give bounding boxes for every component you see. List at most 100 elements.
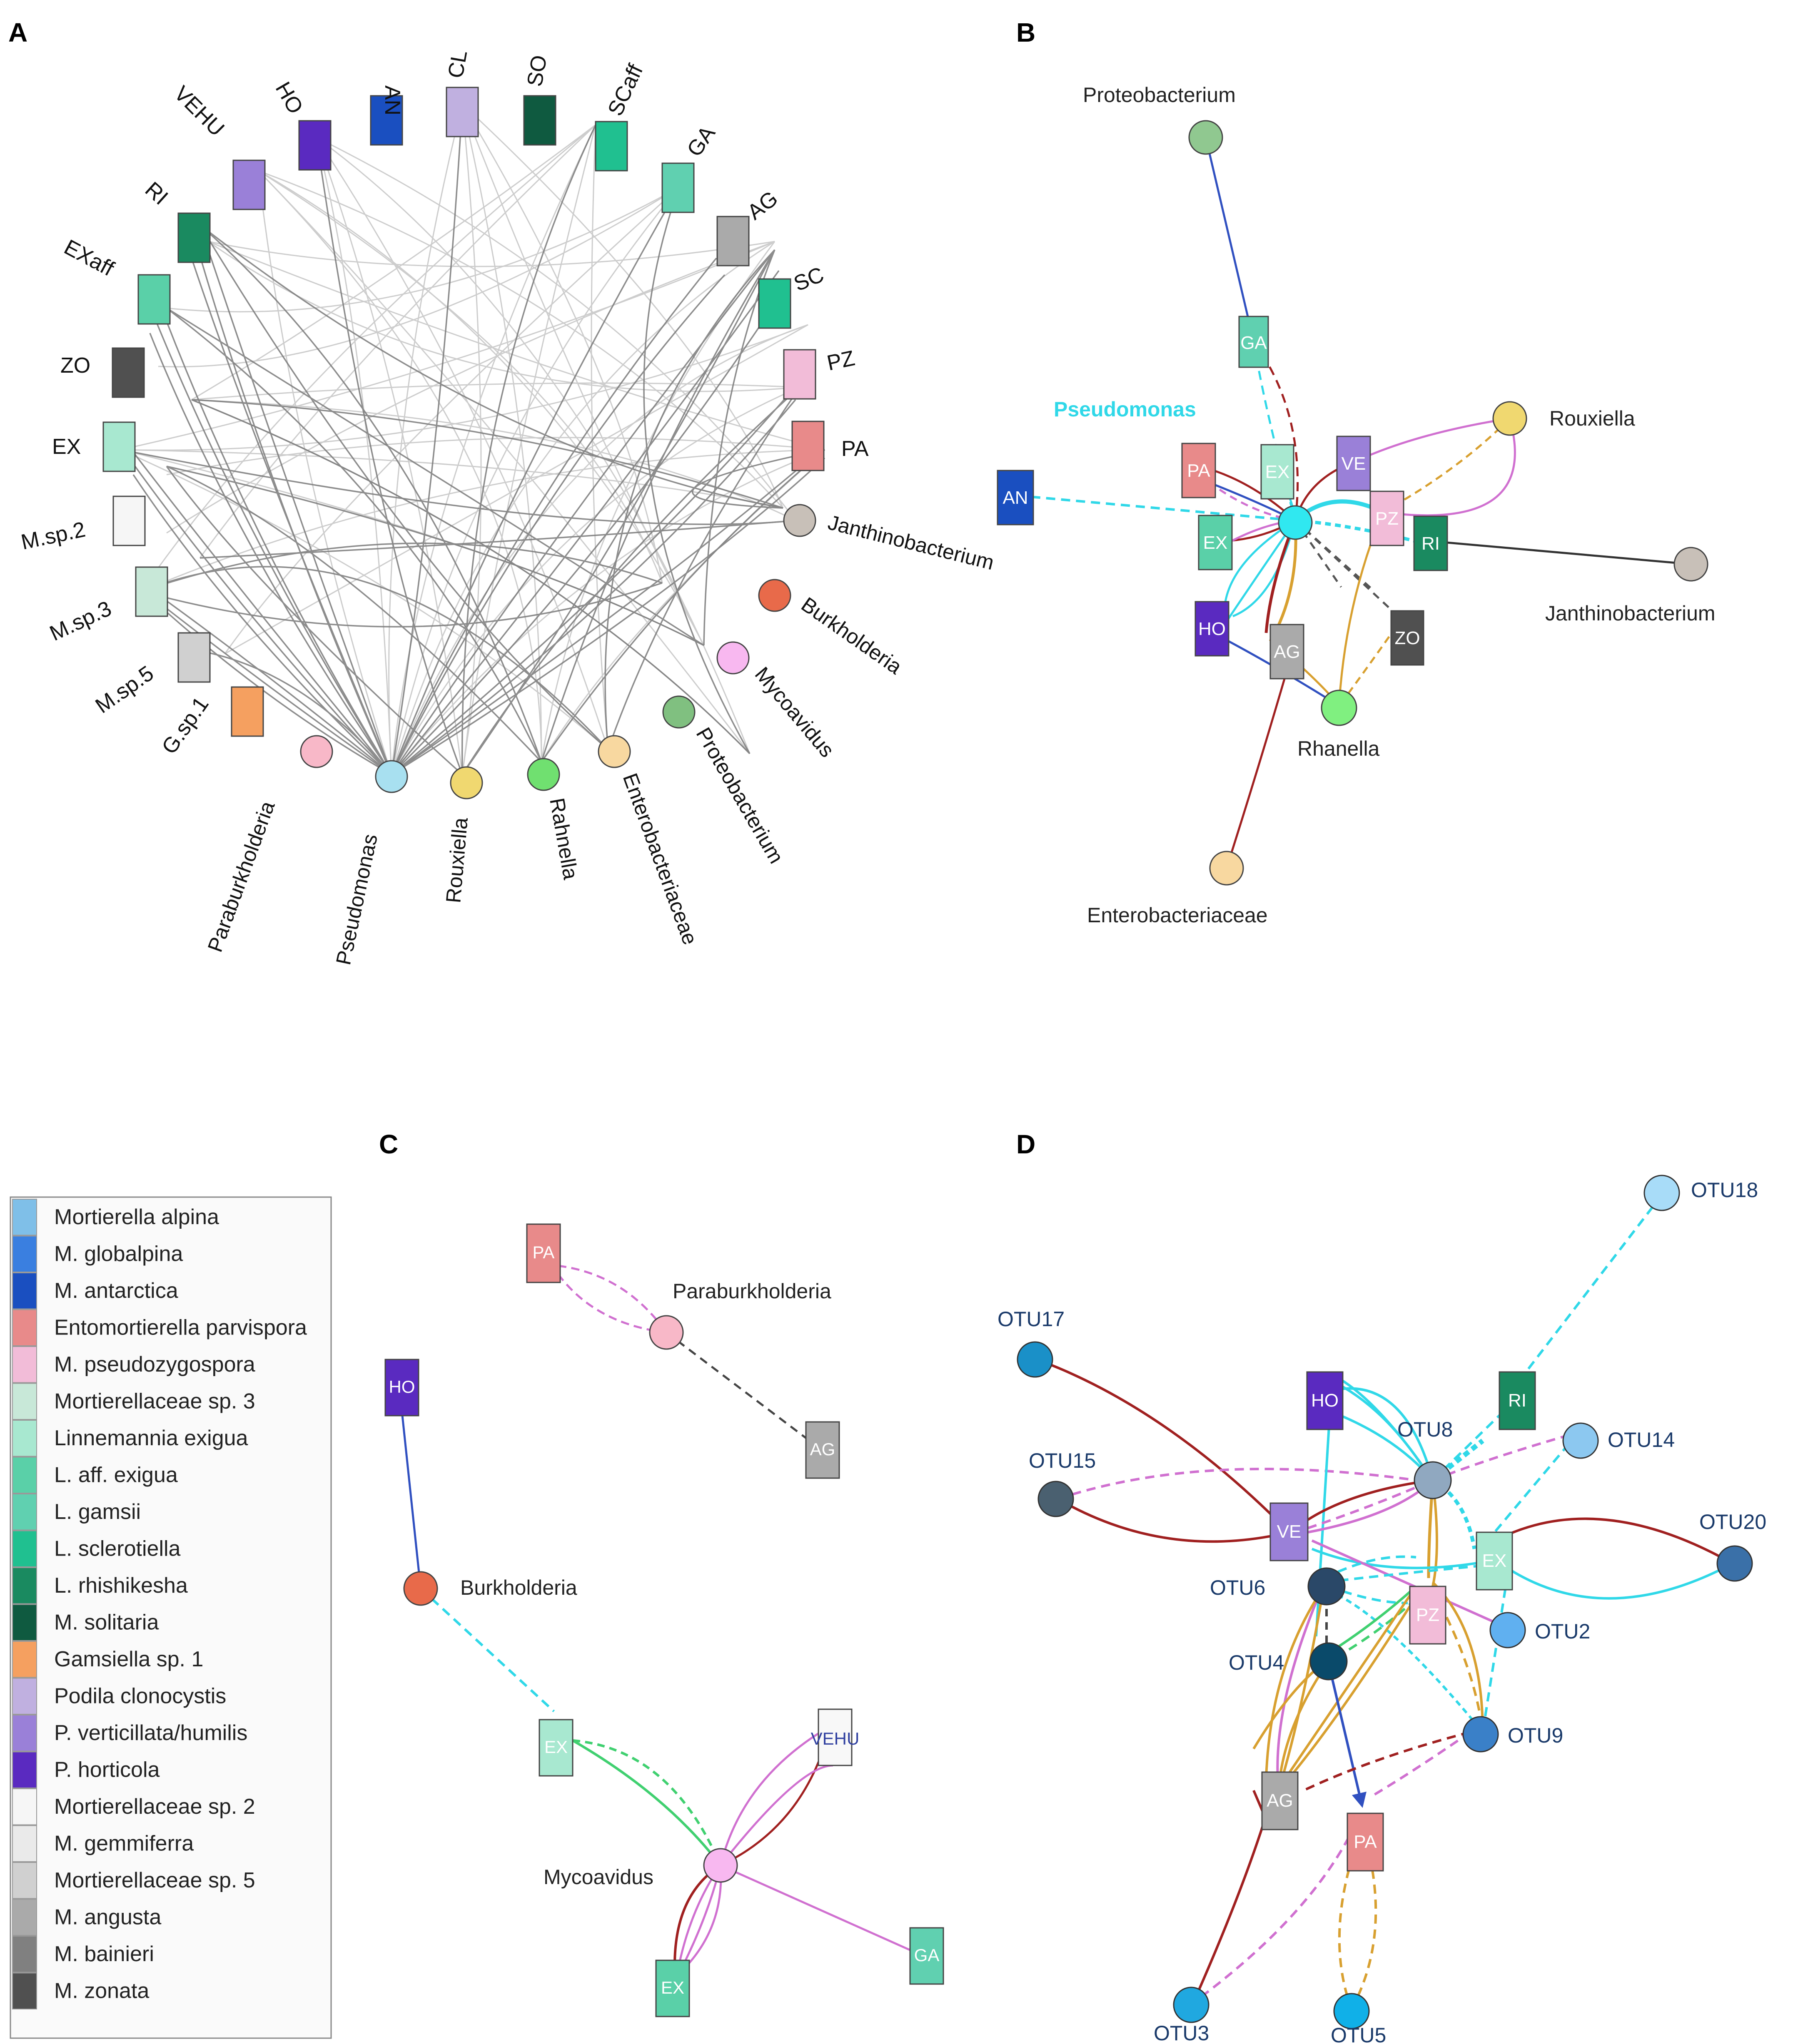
b-label-enterobacteriaceae: Enterobacteriaceae	[1087, 904, 1268, 927]
a-node-msp3[interactable]	[135, 566, 168, 617]
a-label-pz: PZ	[825, 346, 857, 376]
c-node-mycoavidus[interactable]	[703, 1848, 738, 1883]
legend-label: L. gamsii	[54, 1500, 141, 1524]
a-node-pa[interactable]	[791, 421, 825, 471]
panel-d-edges	[1036, 1194, 1733, 2010]
a-node-exaff[interactable]	[137, 274, 171, 325]
panel-d-fungal-nodes	[1261, 1371, 1536, 1872]
b-node-janthinobacterium[interactable]	[1673, 547, 1708, 582]
a-node-ag[interactable]	[716, 216, 750, 266]
c-node-paraburkholderia[interactable]	[649, 1315, 684, 1350]
a-node-cl[interactable]	[446, 87, 479, 137]
c-node-ga[interactable]	[909, 1927, 944, 1985]
d-node-otu15[interactable]	[1037, 1481, 1074, 1517]
a-label-exaff: EXaff	[60, 235, 118, 281]
b-label-ex-top: EX	[1265, 462, 1290, 482]
a-node-ho[interactable]	[298, 120, 332, 171]
c-label-ex-top: EX	[544, 1737, 568, 1757]
legend-label: L. sclerotiella	[54, 1537, 181, 1561]
a-node-pseudomonas[interactable]	[375, 760, 408, 793]
legend-swatch	[12, 1567, 37, 1604]
b-node-rouxiella[interactable]	[1492, 401, 1527, 436]
a-node-ri[interactable]	[177, 212, 211, 263]
a-node-zo[interactable]	[112, 347, 145, 398]
b-node-pz[interactable]	[1369, 490, 1404, 546]
a-node-ex[interactable]	[102, 421, 136, 472]
legend-swatch	[12, 1972, 37, 2009]
b-node-ga[interactable]	[1238, 316, 1269, 368]
d-node-ri[interactable]	[1499, 1371, 1536, 1430]
legend-swatch	[12, 1530, 37, 1567]
d-node-otu20[interactable]	[1716, 1545, 1753, 1582]
c-node-pa[interactable]	[526, 1223, 561, 1283]
d-node-otu9[interactable]	[1462, 1716, 1499, 1753]
d-node-otu5[interactable]	[1333, 1993, 1370, 2029]
d-node-ag[interactable]	[1261, 1771, 1299, 1830]
d-node-otu3[interactable]	[1173, 1987, 1209, 2023]
d-label-ve: VE	[1277, 1521, 1302, 1542]
a-label-so: SO	[523, 53, 552, 88]
d-node-otu6[interactable]	[1307, 1567, 1346, 1606]
a-node-sc[interactable]	[758, 278, 791, 329]
legend-label: M. zonata	[54, 1979, 149, 2003]
c-node-ag[interactable]	[805, 1421, 840, 1479]
b-node-pseudomonas[interactable]	[1278, 505, 1313, 540]
c-node-ex[interactable]	[655, 1959, 690, 2017]
d-node-otu14[interactable]	[1562, 1422, 1599, 1459]
d-node-otu17[interactable]	[1017, 1341, 1053, 1378]
b-node-proteobacterium[interactable]	[1188, 120, 1223, 155]
a-node-so[interactable]	[523, 95, 556, 146]
c-node-ex-top[interactable]	[539, 1719, 574, 1777]
a-node-gsp1[interactable]	[231, 686, 264, 737]
d-node-ho[interactable]	[1306, 1371, 1344, 1430]
a-node-mycoavidus[interactable]	[716, 641, 750, 675]
a-node-burkholderia[interactable]	[758, 579, 791, 612]
a-label-sc: SC	[791, 262, 828, 296]
c-node-ho[interactable]	[384, 1359, 419, 1417]
b-node-zo[interactable]	[1390, 610, 1424, 666]
c-label-ho: HO	[389, 1377, 415, 1397]
d-node-pa[interactable]	[1347, 1812, 1384, 1872]
a-node-proteobacterium[interactable]	[662, 695, 696, 729]
d-node-ex[interactable]	[1476, 1531, 1513, 1591]
a-node-pz[interactable]	[783, 349, 816, 400]
b-node-an[interactable]	[997, 470, 1034, 525]
a-node-vehu[interactable]	[232, 159, 266, 210]
d-node-otu18[interactable]	[1643, 1175, 1680, 1211]
b-label-ri: RI	[1421, 533, 1440, 554]
a-node-ga[interactable]	[661, 162, 695, 213]
a-node-janthinobacterium[interactable]	[783, 504, 816, 537]
b-label-pseudomonas: Pseudomonas	[1054, 398, 1196, 421]
b-node-ri[interactable]	[1413, 515, 1448, 571]
b-node-pa[interactable]	[1181, 443, 1216, 498]
d-node-pz[interactable]	[1409, 1586, 1446, 1645]
a-node-rahnella[interactable]	[527, 758, 560, 791]
b-node-ve[interactable]	[1336, 436, 1371, 491]
d-node-otu8[interactable]	[1414, 1461, 1452, 1499]
a-node-enterobacteriaceae[interactable]	[598, 735, 631, 768]
a-node-msp5[interactable]	[177, 632, 211, 683]
a-label-ga: GA	[682, 122, 720, 161]
b-node-ex-top[interactable]	[1260, 444, 1294, 500]
b-node-ho[interactable]	[1195, 601, 1229, 657]
d-node-otu2[interactable]	[1489, 1612, 1526, 1648]
d-node-ve[interactable]	[1269, 1502, 1309, 1561]
a-node-msp2[interactable]	[112, 495, 146, 546]
a-node-an[interactable]	[370, 95, 403, 146]
c-node-burkholderia[interactable]	[403, 1571, 438, 1606]
legend-swatch	[12, 1936, 37, 1973]
b-node-ag[interactable]	[1269, 624, 1304, 680]
b-label-janthinobacterium: Janthinobacterium	[1545, 602, 1716, 625]
a-node-paraburkholderia[interactable]	[300, 735, 333, 768]
b-label-ho: HO	[1198, 619, 1226, 639]
a-node-rouxiella[interactable]	[450, 766, 483, 799]
c-node-vehu[interactable]	[818, 1708, 853, 1766]
b-label-ve: VE	[1342, 453, 1366, 474]
d-label-pa: PA	[1354, 1832, 1377, 1852]
d-node-otu4[interactable]	[1309, 1642, 1348, 1681]
a-label-janthinobacterium: Janthinobacterium	[825, 510, 996, 574]
a-node-scaff[interactable]	[595, 121, 628, 172]
b-node-rhanella[interactable]	[1321, 690, 1357, 726]
b-node-ex[interactable]	[1198, 515, 1233, 570]
b-node-enterobacteriaceae[interactable]	[1209, 851, 1244, 886]
